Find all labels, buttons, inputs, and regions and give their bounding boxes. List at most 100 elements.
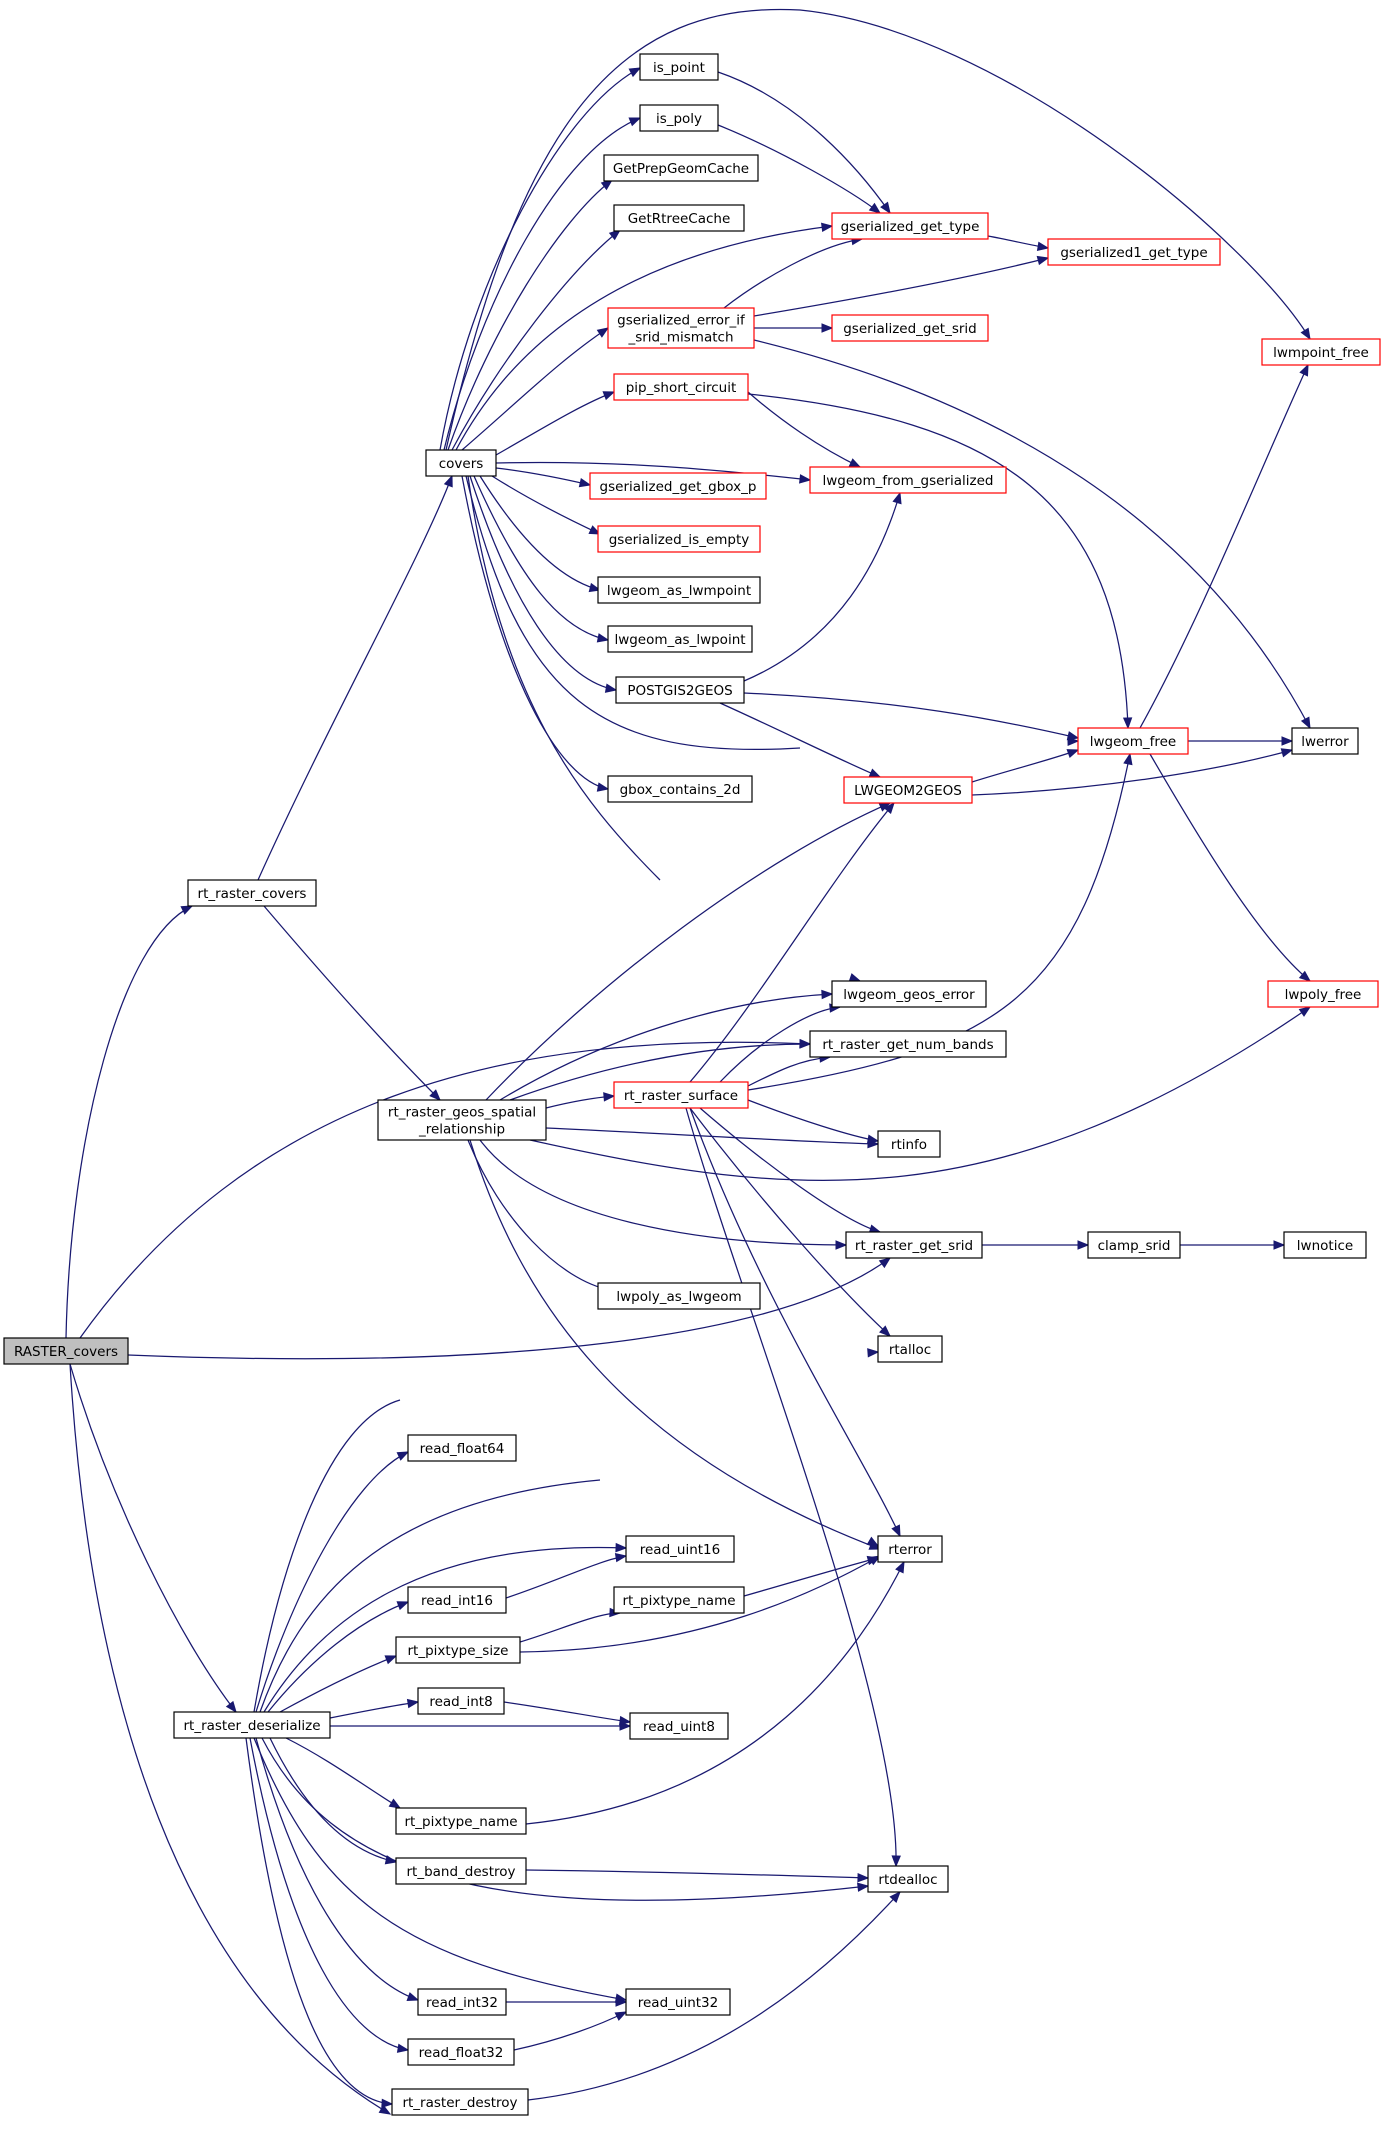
node-rt-raster-geos-spatial-relationship[interactable]: rt_raster_geos_spatial_relationship <box>377 1099 547 1141</box>
node-gserialized1-get-type[interactable]: gserialized1_get_type <box>1047 238 1221 266</box>
node-label: rt_pixtype_name <box>404 1814 517 1830</box>
edge-arrowhead <box>378 2104 392 2115</box>
edge-arrowhead <box>406 1698 420 1709</box>
node-rt-raster-deserialize[interactable]: rt_raster_deserialize <box>173 1711 331 1739</box>
edge-line <box>127 1257 891 1360</box>
edge-arrowhead <box>384 1655 398 1665</box>
node-lwgeom-free[interactable]: lwgeom_free <box>1077 727 1189 755</box>
node-label: rtinfo <box>891 1137 927 1153</box>
edge-arrowhead <box>1077 1240 1090 1250</box>
node-label: _relationship <box>418 1122 505 1138</box>
node-read-uint8[interactable]: read_uint8 <box>629 1712 729 1740</box>
node-gserialized-error-if-srid-mismatch[interactable]: gserialized_error_if_srid_mismatch <box>607 307 755 349</box>
node-lwpoly-free[interactable]: lwpoly_free <box>1267 980 1379 1008</box>
edge-pip_short_circuit-to-lwgeom_free <box>747 393 1133 730</box>
node-lwgeom-as-lwpoint[interactable]: lwgeom_as_lwpoint <box>607 625 753 653</box>
node-lwgeom-as-lwmpoint[interactable]: lwgeom_as_lwmpoint <box>597 576 761 604</box>
node-box <box>395 1857 527 1885</box>
node-getprepgeomcache[interactable]: GetPrepGeomCache <box>603 154 759 182</box>
node-label: rt_raster_get_srid <box>855 1238 973 1254</box>
node-box <box>597 525 761 553</box>
node-label: rtdealloc <box>878 1872 937 1888</box>
edge-line <box>527 1891 901 2101</box>
node-gserialized-is-empty[interactable]: gserialized_is_empty <box>597 525 761 553</box>
edge-line <box>513 2011 627 2051</box>
edge-line <box>455 225 833 451</box>
edge-arrowhead <box>868 202 882 214</box>
node-lwgeom-from-gserialized[interactable]: lwgeom_from_gserialized <box>809 466 1007 494</box>
node-read-float32[interactable]: read_float32 <box>407 2038 515 2066</box>
node-rt-raster-get-num-bands[interactable]: rt_raster_get_num_bands <box>809 1030 1007 1058</box>
node-read-int16[interactable]: read_int16 <box>407 1586 507 1614</box>
edge-arrowhead <box>615 1542 628 1553</box>
node-rtinfo[interactable]: rtinfo <box>877 1130 941 1158</box>
edge-rt_raster_deserialize-to-read_int32 <box>255 1737 420 2002</box>
node-lwnotice[interactable]: lwnotice <box>1283 1231 1367 1259</box>
node-box <box>845 1231 983 1259</box>
node-rt-band-destroy[interactable]: rt_band_destroy <box>395 1857 527 1885</box>
node-lwerror[interactable]: lwerror <box>1291 727 1359 755</box>
node-rt-raster-covers[interactable]: rt_raster_covers <box>187 879 317 907</box>
node-clamp-srid[interactable]: clamp_srid <box>1087 1231 1181 1259</box>
node-label: gbox_contains_2d <box>620 782 741 798</box>
node-lwmpoint-free[interactable]: lwmpoint_free <box>1261 338 1381 366</box>
node-box <box>625 1535 735 1563</box>
node-raster-covers[interactable]: RASTER_covers <box>3 1337 129 1365</box>
node-box <box>1087 1231 1181 1259</box>
node-gserialized-get-gbox-p[interactable]: gserialized_get_gbox_p <box>589 472 767 500</box>
node-gserialized-get-srid[interactable]: gserialized_get_srid <box>831 314 989 342</box>
node-rt-raster-surface[interactable]: rt_raster_surface <box>613 1081 749 1109</box>
node-read-int8[interactable]: read_int8 <box>417 1687 505 1715</box>
node-read-uint16[interactable]: read_uint16 <box>625 1535 735 1563</box>
edge-arrowhead <box>866 1536 880 1547</box>
edge-line <box>279 1655 397 1713</box>
node-postgis2geos[interactable]: POSTGIS2GEOS <box>615 676 745 704</box>
edge-arrowhead <box>1036 241 1050 251</box>
node-getrtreecache[interactable]: GetRtreeCache <box>613 204 745 232</box>
edge-rt_raster_deserialize-to-read_uint8 <box>330 1721 632 1731</box>
edge-line <box>467 1139 611 1291</box>
node-lwpoly-as-lwgeom[interactable]: lwpoly_as_lwgeom <box>597 1282 761 1310</box>
node-covers[interactable]: covers <box>425 449 497 477</box>
node-rterror[interactable]: rterror <box>877 1535 943 1563</box>
node-label: rt_pixtype_name <box>622 1593 735 1609</box>
node-label: read_float64 <box>420 1441 505 1457</box>
edge-line <box>519 1612 621 1643</box>
node-rtdealloc[interactable]: rtdealloc <box>867 1865 949 1893</box>
node-rt-raster-get-srid[interactable]: rt_raster_get_srid <box>845 1231 983 1259</box>
node-lwgeom2geos[interactable]: LWGEOM2GEOS <box>843 776 973 804</box>
edge-covers-to-gserialized_get_type <box>455 222 834 451</box>
node-read-uint32[interactable]: read_uint32 <box>625 1988 731 2016</box>
edge-rt_raster_deserialize-to-rt_pixtype_size <box>279 1655 398 1713</box>
edge-arrowhead <box>799 1039 812 1049</box>
node-pip-short-circuit[interactable]: pip_short_circuit <box>613 373 749 401</box>
edge-line <box>545 1127 879 1145</box>
node-label: GetRtreeCache <box>628 211 731 227</box>
edge-rt_raster_deserialize-to-read_int8 <box>329 1698 420 1719</box>
node-is-point[interactable]: is_point <box>639 53 719 81</box>
edge-line <box>525 1869 869 1879</box>
node-rt-raster-destroy[interactable]: rt_raster_destroy <box>391 2088 529 2116</box>
edge-arrowhead <box>388 1798 402 1809</box>
node-gserialized-get-type[interactable]: gserialized_get_type <box>831 212 989 240</box>
edge-arrowhead <box>628 117 642 127</box>
node-rtalloc[interactable]: rtalloc <box>877 1335 943 1363</box>
edge-line <box>689 802 895 1083</box>
node-rt-pixtype-name-b[interactable]: rt_pixtype_name <box>395 1807 527 1835</box>
node-label: read_int32 <box>426 1995 498 2011</box>
edge-arrowhead <box>892 491 902 505</box>
edge-arrowhead <box>603 1092 616 1102</box>
node-label: rt_raster_geos_spatial <box>388 1105 536 1121</box>
node-lwgeom-geos-error[interactable]: lwgeom_geos_error <box>831 980 987 1008</box>
edge-arrowhead <box>878 1257 892 1269</box>
node-gbox-contains-2d[interactable]: gbox_contains_2d <box>607 775 753 803</box>
node-rt-pixtype-size[interactable]: rt_pixtype_size <box>395 1636 521 1664</box>
node-is-poly[interactable]: is_poly <box>639 104 719 132</box>
node-read-int32[interactable]: read_int32 <box>417 1988 507 2016</box>
edge-rt_raster_geos_spatial_relationship-to-rt_raster_get_srid <box>479 1139 848 1250</box>
node-rt-pixtype-name-a[interactable]: rt_pixtype_name <box>613 1586 745 1614</box>
edge-rt_raster_geos_spatial_relationship-to-lwpoly_as_lwgeom <box>467 1139 612 1293</box>
node-box <box>1261 338 1381 366</box>
edge-rt_raster_geos_spatial_relationship-to-rt_raster_get_num_bands <box>509 1039 812 1101</box>
node-read-float64[interactable]: read_float64 <box>407 1434 517 1462</box>
